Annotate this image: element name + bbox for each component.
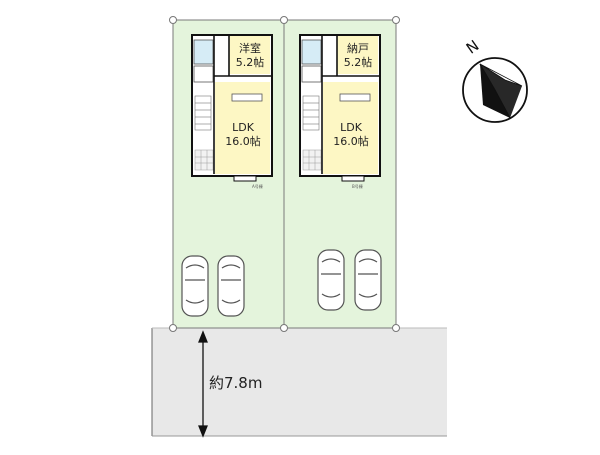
room-size: 5.2帖 (343, 56, 373, 69)
house-left (191, 34, 273, 182)
road-width-label: 約7.8m (209, 374, 263, 392)
room-size: 16.0帖 (333, 135, 369, 148)
unit-label-right: B号棟 (352, 184, 363, 189)
parking-cars (181, 249, 382, 317)
room-ldk-right: LDK 16.0帖 (328, 121, 374, 149)
house-right (299, 34, 381, 182)
unit-label-left: A号棟 (252, 184, 263, 189)
car-icon (181, 255, 209, 317)
road (152, 328, 447, 436)
room-ldk-left: LDK 16.0帖 (220, 121, 266, 149)
room-name: 納戸 (347, 42, 369, 55)
room-western-left: 洋室 5.2帖 (231, 42, 269, 70)
car-icon (354, 249, 382, 311)
room-size: 5.2帖 (235, 56, 265, 69)
north-compass-icon (462, 57, 528, 123)
room-name: 洋室 (239, 42, 261, 55)
boundary-markers (169, 16, 400, 332)
room-storage-right: 納戸 5.2帖 (339, 42, 377, 70)
room-size: 16.0帖 (225, 135, 261, 148)
car-icon (317, 249, 345, 311)
car-icon (217, 255, 245, 317)
room-name: LDK (232, 121, 254, 134)
room-name: LDK (340, 121, 362, 134)
road-width-dimension (198, 330, 208, 438)
